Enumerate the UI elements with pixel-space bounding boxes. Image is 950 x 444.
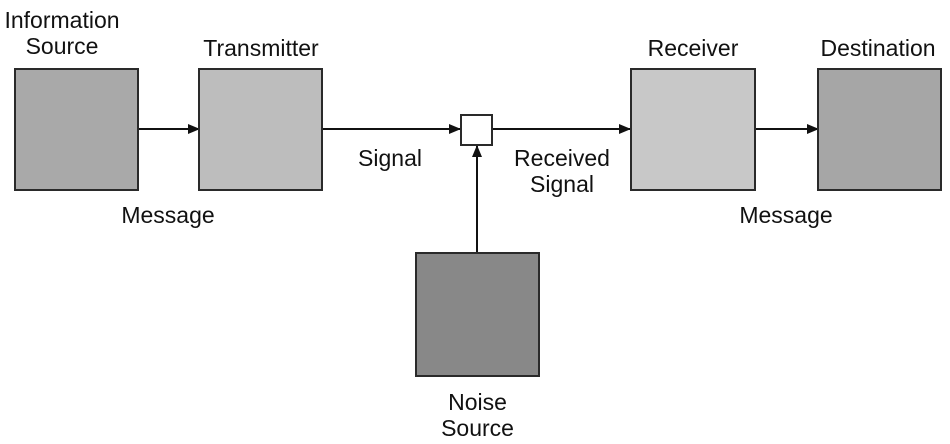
destination-box — [817, 68, 942, 191]
receiver-box — [630, 68, 756, 191]
receiver-label: Receiver — [647, 35, 739, 61]
message-right-label: Message — [739, 202, 833, 228]
noise-source-label-line2: Source — [441, 415, 514, 441]
information-source-label-line1: Information — [4, 7, 120, 33]
signal-label: Signal — [358, 145, 422, 171]
noise-source-box — [415, 252, 540, 377]
received-signal-label-line2: Signal — [530, 171, 594, 197]
message-left-label: Message — [121, 202, 215, 228]
mixer-node — [460, 114, 493, 146]
noise-source-label: Noise Source — [415, 389, 540, 441]
received-signal-label: Received Signal — [500, 145, 624, 197]
received-signal-label-line1: Received — [514, 145, 610, 171]
information-source-label: Information Source — [0, 7, 124, 59]
information-source-box — [14, 68, 139, 191]
transmitter-label: Transmitter — [203, 35, 319, 61]
transmitter-box — [198, 68, 323, 191]
noise-source-label-line1: Noise — [448, 389, 507, 415]
information-source-label-line2: Source — [25, 33, 99, 59]
destination-label: Destination — [820, 35, 936, 61]
